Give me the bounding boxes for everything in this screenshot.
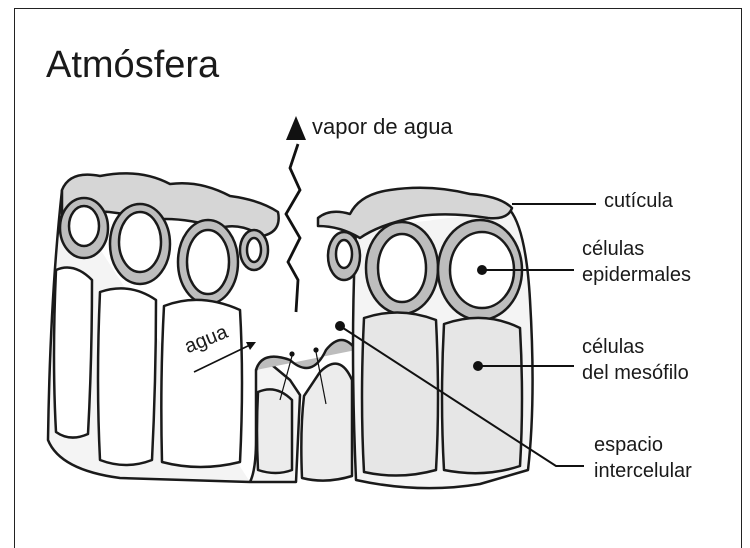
dot-mesofilo [473,361,483,371]
guard-cell-left-inner [247,238,261,262]
label-mesofilo-line-1: células [582,334,689,360]
guard-cell-right-inner [336,240,352,268]
mesophyll-left-2 [98,288,156,465]
vapor-zigzag-line [286,144,300,312]
label-mesofilo-line-2: del mesófilo [582,360,689,386]
label-epidermal-line-1: células [582,236,691,262]
label-cuticula: cutícula [604,190,673,213]
diagram-title: Atmósfera [46,44,219,87]
dot-espacio [335,321,345,331]
label-celulas-mesofilo: células del mesófilo [582,334,689,386]
label-espacio-line-2: intercelular [594,458,692,484]
epidermal-cell-left-3-inner [187,230,229,294]
vapor-arrow-head [286,116,306,140]
dot-epidermal [477,265,487,275]
lower-cell-1 [257,389,292,473]
label-espacio-line-1: espacio [594,432,692,458]
mesophyll-right-1 [362,312,438,475]
label-celulas-epidermales: células epidermales [582,236,691,288]
lower-cell-2 [301,364,352,481]
epidermal-cell-right-1-inner [378,234,426,302]
epidermal-cell-left-1-inner [69,206,99,246]
mesophyll-left-1 [54,268,92,438]
mesophyll-right-2 [442,318,522,473]
epidermal-cell-left-2-inner [119,212,161,272]
label-epidermal-line-2: epidermales [582,262,691,288]
label-vapor-de-agua: vapor de agua [312,114,453,140]
label-espacio-intercelular: espacio intercelular [594,432,692,484]
mesophyll-left-3 [161,300,242,467]
